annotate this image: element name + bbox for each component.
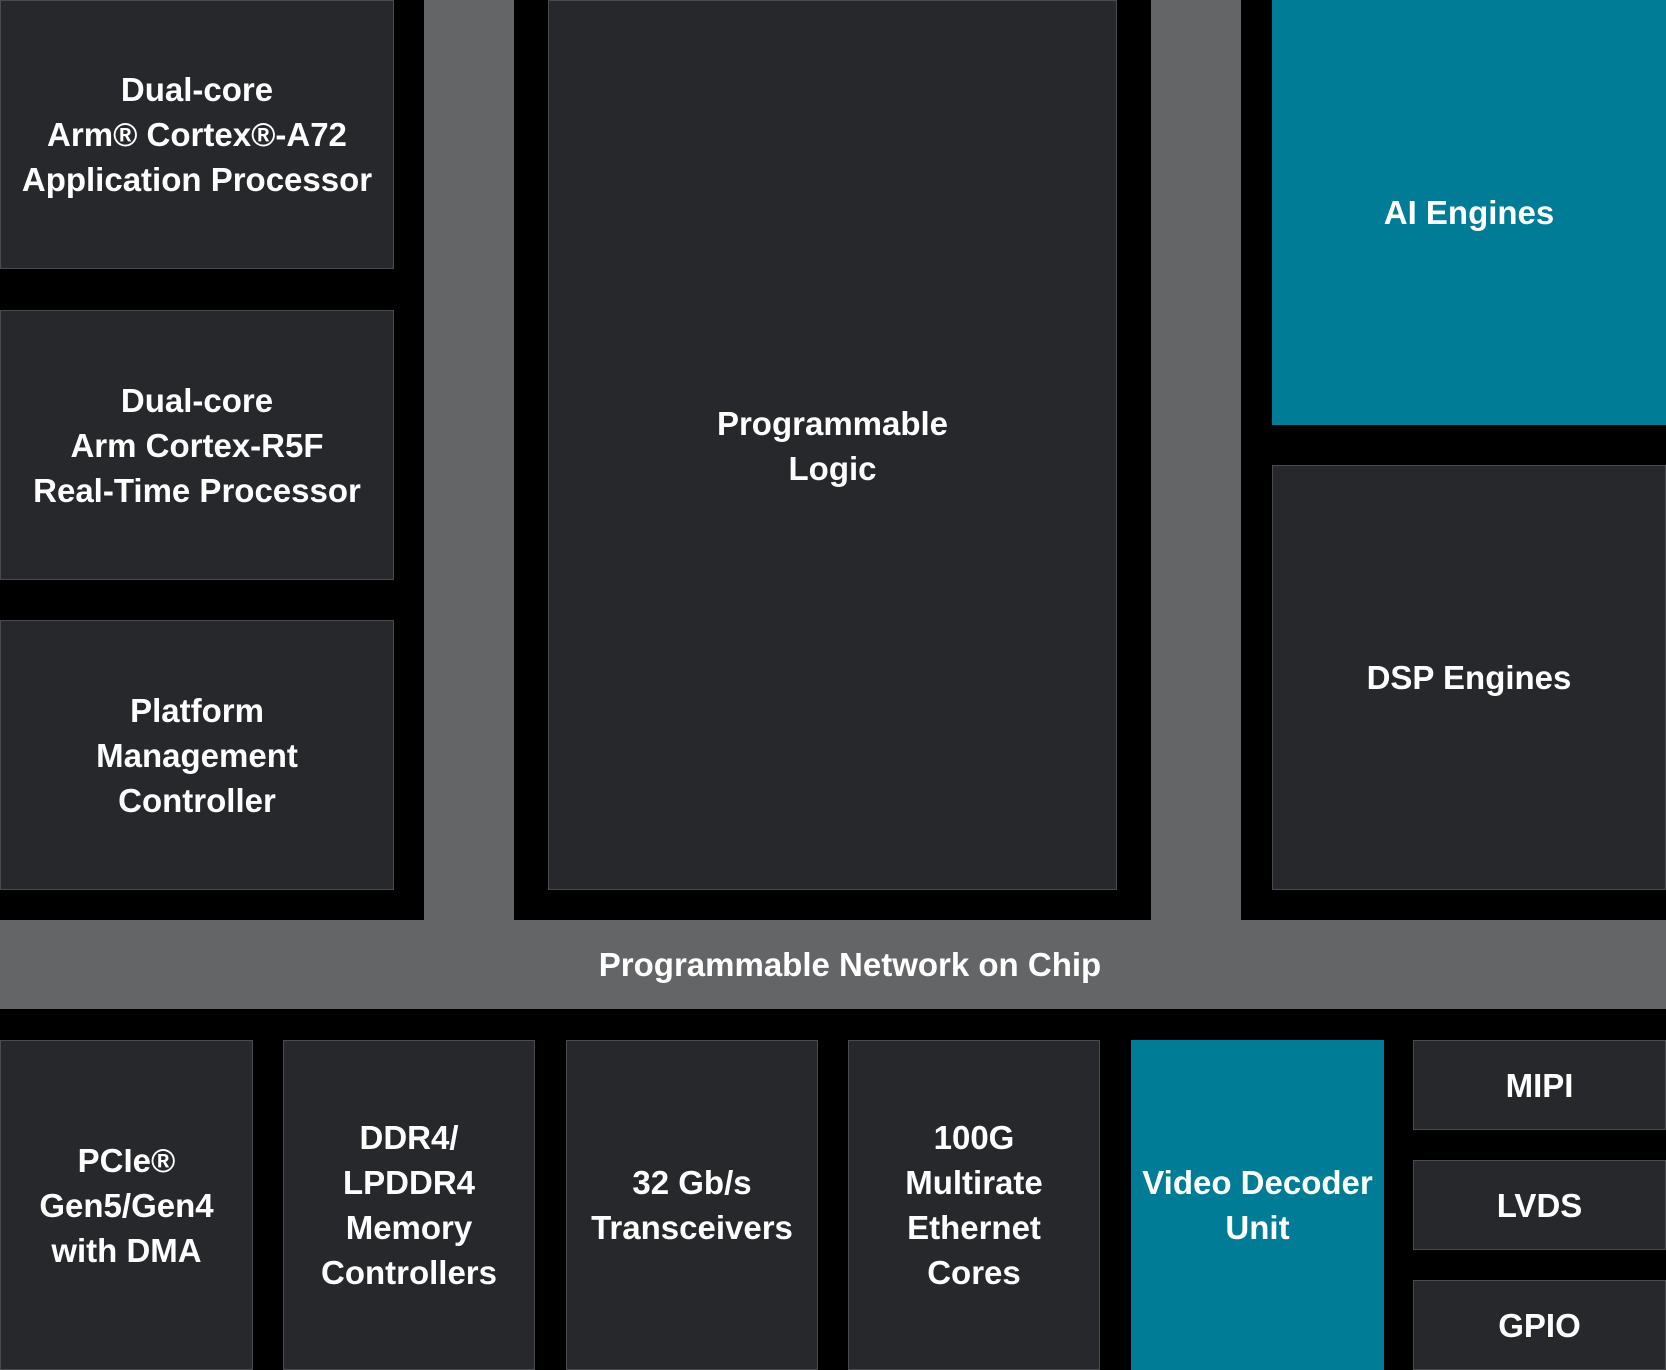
dsp-engines-block: DSP Engines	[1272, 465, 1666, 890]
a72-application-processor-block: Dual-core Arm® Cortex®-A72 Application P…	[0, 0, 394, 269]
noc-label: Programmable Network on Chip	[598, 945, 1102, 983]
noc-vertical-right	[1151, 0, 1241, 920]
programmable-logic-block: Programmable Logic	[548, 0, 1117, 890]
r5f-realtime-processor-block: Dual-core Arm Cortex-R5F Real-Time Proce…	[0, 310, 394, 580]
gpio-block: GPIO	[1413, 1280, 1666, 1370]
transceivers-block: 32 Gb/s Transceivers	[566, 1040, 818, 1370]
pcie-block: PCIe® Gen5/Gen4 with DMA	[0, 1040, 253, 1370]
mipi-block: MIPI	[1413, 1040, 1666, 1130]
noc-horizontal-band	[0, 920, 1666, 1009]
video-decoder-unit-block: Video Decoder Unit	[1131, 1040, 1384, 1370]
platform-management-controller-block: Platform Management Controller	[0, 620, 394, 890]
lvds-block: LVDS	[1413, 1160, 1666, 1250]
ethernet-cores-block: 100G Multirate Ethernet Cores	[848, 1040, 1100, 1370]
ai-engines-block: AI Engines	[1272, 0, 1666, 425]
ddr-memory-controllers-block: DDR4/ LPDDR4 Memory Controllers	[283, 1040, 535, 1370]
noc-vertical-left	[424, 0, 514, 920]
